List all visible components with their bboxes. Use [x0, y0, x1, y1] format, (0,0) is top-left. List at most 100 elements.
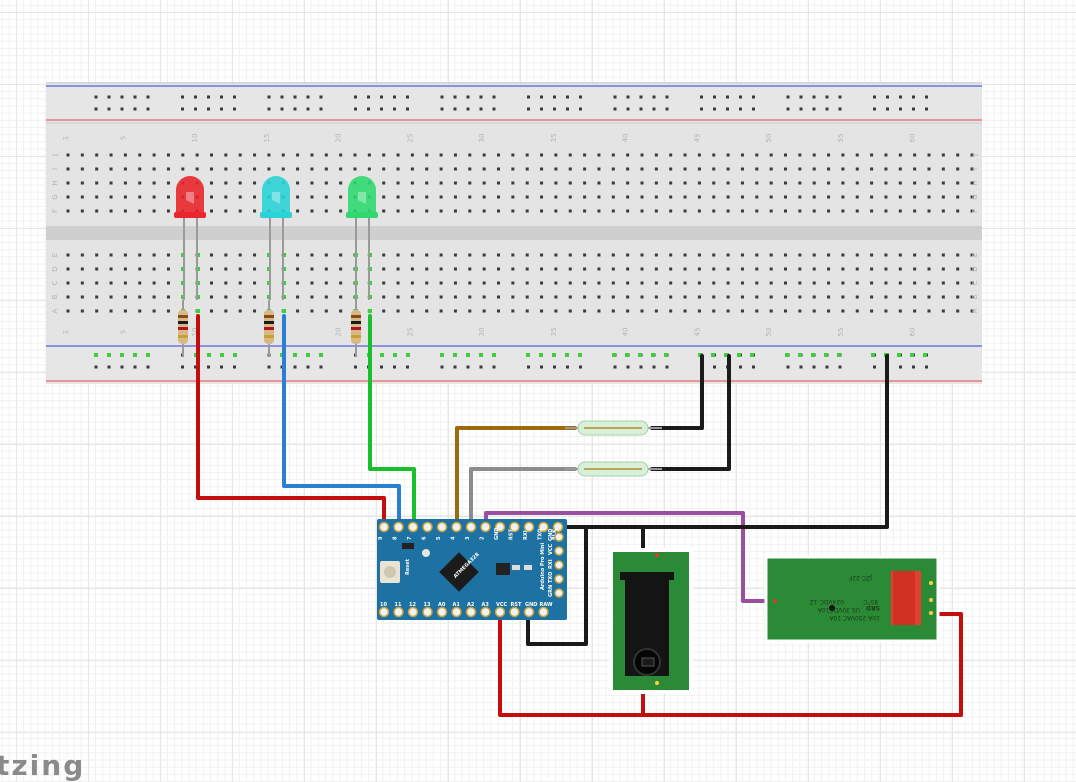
hole [697, 309, 701, 313]
connected-hole [897, 353, 901, 357]
connected-hole [625, 353, 629, 357]
hole [525, 267, 529, 271]
fritzing-watermark: tzing [0, 749, 86, 782]
arduino-pin [554, 560, 564, 570]
connected-hole [233, 353, 237, 357]
arduino-pin [523, 521, 535, 533]
column-number: 25 [406, 328, 414, 337]
rail-hole [925, 95, 928, 99]
rail-hole [639, 365, 643, 369]
hole [712, 309, 716, 313]
hole [970, 209, 974, 213]
hole [210, 167, 213, 171]
hole [755, 195, 759, 199]
relay-model: JZC-22F [848, 574, 873, 581]
hole [827, 167, 831, 171]
hole [540, 153, 544, 157]
row-letter: G [971, 194, 979, 199]
hole [138, 153, 142, 157]
hole [669, 195, 673, 199]
hole [913, 167, 917, 171]
hole [525, 153, 529, 157]
hole [970, 181, 974, 185]
hole [870, 267, 874, 271]
column-number: 5 [119, 136, 127, 140]
hole [554, 295, 558, 299]
connected-hole [406, 353, 410, 357]
hole [324, 253, 328, 257]
hole [755, 167, 759, 171]
hole [898, 281, 902, 285]
hole [654, 309, 658, 313]
hole [66, 253, 70, 257]
rail-hole [527, 365, 530, 369]
hole [640, 209, 644, 213]
hole [152, 295, 156, 299]
connected-hole [220, 353, 224, 357]
hole [640, 309, 644, 313]
hole [152, 195, 156, 199]
column-number: 45 [693, 134, 701, 143]
column-number: 35 [550, 328, 558, 337]
hole [210, 181, 213, 185]
hole [253, 295, 257, 299]
hole [970, 195, 974, 199]
hole [310, 309, 314, 313]
rail-hole [665, 95, 669, 99]
pin-label: 5 [436, 536, 442, 540]
rail-hole [466, 365, 470, 369]
hole [697, 281, 701, 285]
hole [210, 153, 213, 157]
rail-hole [367, 107, 370, 111]
hole [439, 309, 443, 313]
rail-hole [293, 107, 297, 111]
arduino-pin [393, 606, 404, 618]
hole [482, 181, 486, 185]
rail-hole [354, 365, 357, 369]
hole [123, 309, 127, 313]
top-power-rail [46, 84, 982, 122]
column-number: 10 [191, 134, 199, 143]
rail-hole [354, 107, 357, 111]
relay-rating-1: 10A 250VAC 10A [828, 614, 880, 621]
rail-hole [812, 365, 816, 369]
arduino-pin [554, 588, 564, 598]
connected-hole [824, 353, 828, 357]
rail-hole [873, 365, 876, 369]
hole [238, 181, 242, 185]
hole [669, 309, 673, 313]
hole [453, 267, 457, 271]
rail-hole [181, 365, 184, 369]
hole [540, 167, 544, 171]
column-number: 10 [191, 328, 199, 337]
hole [310, 209, 314, 213]
hole [755, 295, 759, 299]
led-green [346, 176, 378, 300]
arduino-pin [538, 521, 549, 533]
hole [210, 295, 213, 299]
hole [138, 167, 142, 171]
rail-hole [107, 107, 111, 111]
rail-hole [107, 95, 111, 99]
hole [497, 195, 500, 199]
connected-hole [837, 353, 841, 357]
hole [138, 267, 142, 271]
hole [884, 153, 888, 157]
hole [611, 167, 615, 171]
hole [453, 295, 457, 299]
rail-hole [566, 365, 569, 369]
hole [769, 167, 773, 171]
hole [324, 153, 328, 157]
hole [769, 153, 773, 157]
hole [511, 153, 515, 157]
hole [95, 267, 99, 271]
connected-hole [440, 353, 444, 357]
hole [927, 267, 931, 271]
hole [683, 195, 687, 199]
hole [540, 267, 544, 271]
relay-module: 10A 250VAC 10A 30VDC10A 85°C US 024VDC-1… [764, 555, 940, 643]
hole [138, 281, 142, 285]
hole [697, 253, 701, 257]
hole [138, 295, 142, 299]
